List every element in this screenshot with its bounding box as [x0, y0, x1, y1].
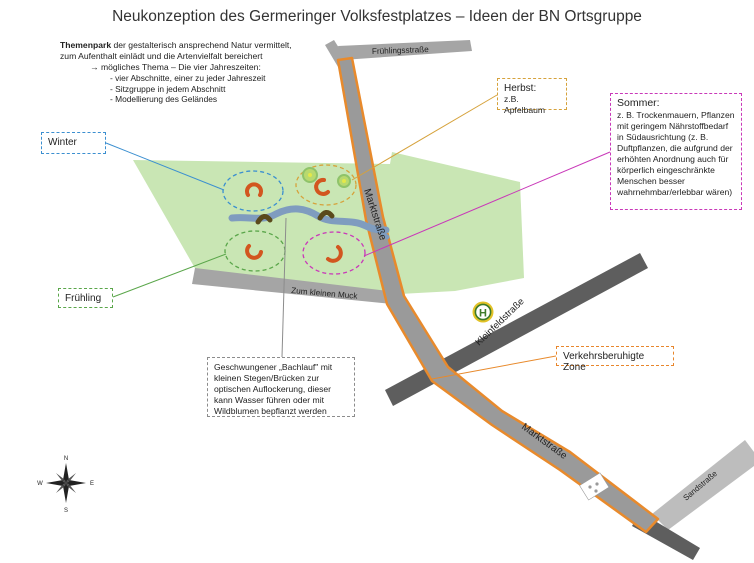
bridge — [255, 214, 273, 225]
callout-bachlauf — [281, 217, 287, 358]
sommer-title: Sommer: — [617, 97, 660, 109]
stream-end — [373, 225, 390, 240]
intro-text: Themenpark der gestalterisch ansprechend… — [60, 40, 300, 105]
road-marktstrasse — [336, 56, 660, 534]
sommer-area — [302, 231, 366, 275]
label-box-winter: Winter — [41, 132, 106, 154]
seating-group-winter — [245, 182, 263, 197]
road-zum-kleinen-muck — [192, 268, 392, 304]
seating-group-sommer — [326, 245, 343, 263]
label-box-sommer: Sommer: z. B. Trockenmauern, Pflanzen mi… — [610, 93, 742, 210]
herbst-text: z.B. Apfelbaum — [504, 94, 546, 115]
label-box-herbst: Herbst: z.B. Apfelbaum — [497, 78, 567, 115]
intro-theme: → mögliches Thema – Die vier Jahreszeite… — [90, 62, 261, 72]
compass-w: W — [37, 481, 43, 487]
callout-fruehling — [112, 253, 227, 298]
label-box-bachlauf: Geschwungener „Bachlauf" mit kleinen Ste… — [207, 357, 355, 417]
label-box-fruehling: Frühling — [58, 288, 113, 308]
compass-e: E — [90, 481, 94, 487]
label-fruehlingsstrasse: Frühlingsstraße — [372, 45, 430, 56]
callout-winter — [105, 142, 225, 191]
intro-paragraph: Themenpark der gestalterisch ansprechend… — [60, 40, 300, 62]
callout-sommer — [363, 151, 611, 257]
label-box-verkehrsberuhigte-zone: Verkehrsberuhigte Zone — [556, 346, 674, 373]
traffic-calming-sign — [579, 472, 610, 501]
intro-bold: Themenpark — [60, 40, 112, 50]
intro-bullet: - Sitzgruppe in jedem Abschnitt — [110, 83, 226, 94]
callout-zone — [431, 355, 557, 380]
intro-bullet: - vier Abschnitte, einer zu jeder Jahres… — [110, 73, 266, 83]
page-title: Neukonzeption des Germeringer Volksfestp… — [112, 8, 642, 25]
intro-bullet: - Modellierung des Geländes — [110, 94, 218, 104]
bus-stop-letter: H — [479, 308, 487, 320]
intro-list: - vier Abschnitte, einer zu jeder Jahres… — [60, 73, 300, 105]
compass-s: S — [64, 508, 68, 514]
intro-rest: der gestalterisch ansprechend Natur verm… — [60, 40, 292, 61]
bridge — [317, 210, 335, 221]
callout-herbst — [351, 94, 498, 181]
herbst-title: Herbst: — [504, 83, 537, 94]
seating-group-herbst — [314, 177, 330, 196]
sommer-text: z. B. Trockenmauern, Pflanzen mit gering… — [617, 110, 735, 197]
compass-n: N — [64, 456, 68, 462]
road-fruehlingsstrasse — [338, 40, 472, 60]
winter-area — [222, 170, 284, 212]
seating-group-fruehling — [245, 244, 263, 260]
compass-rose-icon: N S W E — [37, 456, 94, 514]
herbst-area — [295, 164, 357, 206]
road-sandstrasse — [652, 440, 754, 530]
bus-stop-icon: H — [472, 301, 494, 323]
